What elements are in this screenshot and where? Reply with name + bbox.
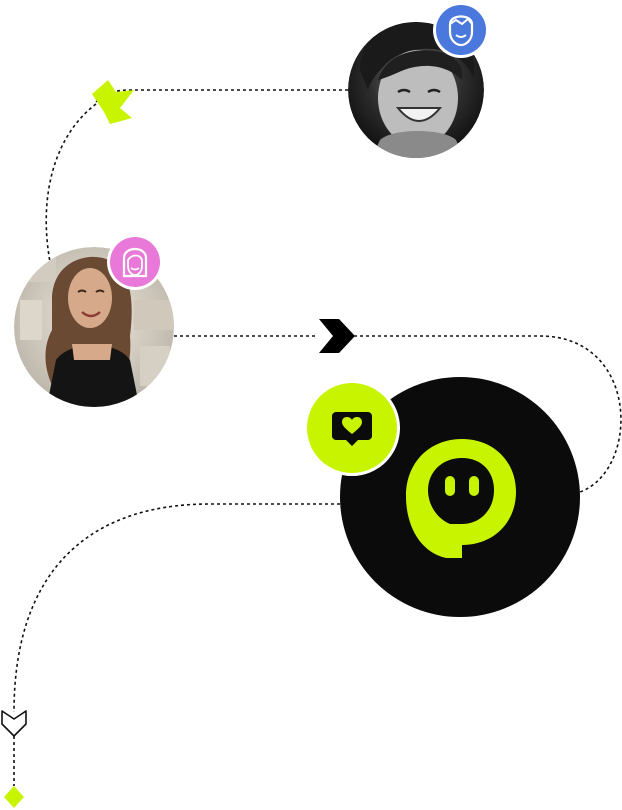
smiling-woman-avatar xyxy=(14,247,174,407)
female-user-icon xyxy=(122,247,148,278)
outline-chevron-down-marker xyxy=(1,710,27,737)
female-user-node[interactable] xyxy=(14,234,174,410)
connector-hourglass-to-woman xyxy=(45,103,97,263)
male-badge xyxy=(433,2,489,58)
connector-chevron-to-app xyxy=(354,335,622,493)
connector-man-to-hourglass xyxy=(95,89,348,103)
female-badge xyxy=(107,234,163,290)
lime-diamond-marker xyxy=(4,786,24,808)
chat-bubble-face-logo xyxy=(406,439,516,558)
connector-app-to-bottom xyxy=(13,503,340,713)
male-user-node[interactable] xyxy=(348,2,489,170)
heart-message-icon xyxy=(332,412,372,446)
black-chevron-right-marker xyxy=(319,319,355,353)
lime-hourglass-marker xyxy=(92,80,134,124)
male-user-icon xyxy=(448,15,474,47)
heart-message-badge xyxy=(304,380,400,476)
app-logo-node[interactable] xyxy=(304,377,580,617)
